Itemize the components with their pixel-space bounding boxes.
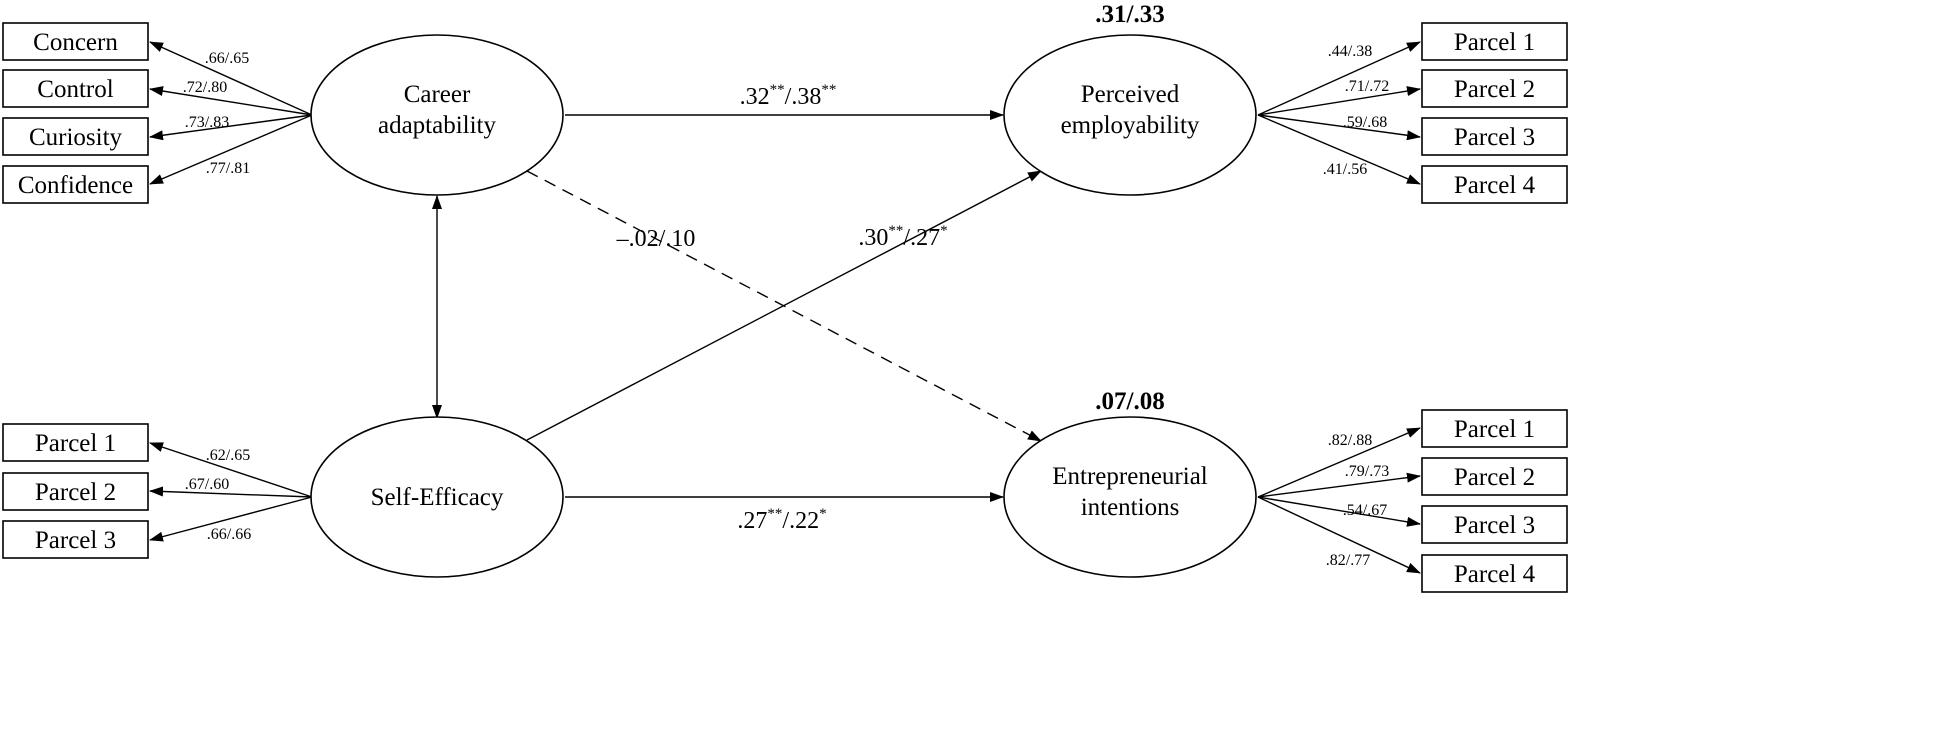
loading-arrow: [1257, 427, 1421, 498]
indicator-label: Control: [37, 76, 113, 103]
indicator-label: Parcel 1: [1454, 416, 1535, 443]
loading-arrow: [1257, 41, 1421, 116]
latent-label: intentions: [1081, 494, 1180, 521]
coef-se-to-ei: .27**/.22*: [737, 506, 826, 534]
indicator-label: Parcel 1: [1454, 29, 1535, 56]
indicator-confidence: Confidence: [2, 165, 149, 204]
loading-label: .62/.65: [206, 447, 250, 464]
loading-label: .59/.68: [1343, 114, 1387, 131]
indicator-ei-parcel-1: Parcel 1: [1421, 409, 1568, 448]
coef-significance: **: [821, 82, 836, 98]
indicator-label: Parcel 3: [1454, 124, 1535, 151]
coef-part: .27: [737, 508, 767, 534]
loading-arrow: [149, 41, 313, 116]
coef-part: /.38: [785, 84, 822, 110]
coef-part: .32: [740, 84, 770, 110]
indicator-label: Confidence: [18, 172, 133, 199]
loading-arrow: [149, 442, 313, 498]
coef-part: .30: [858, 225, 888, 251]
loading-arrow: [149, 114, 313, 141]
indicator-label: Parcel 2: [35, 479, 116, 506]
latent-label: adaptability: [378, 112, 497, 139]
loading-arrow: [1257, 86, 1421, 116]
latent-label: Perceived: [1081, 81, 1180, 108]
loading-label: .82/.77: [1326, 552, 1370, 569]
indicator-label: Curiosity: [29, 124, 123, 151]
indicator-pe-parcel-2: Parcel 2: [1421, 69, 1568, 108]
latent-perceived-employability: Perceived employability: [1003, 34, 1257, 196]
loading-arrow: [149, 496, 313, 542]
indicator-label: Parcel 2: [1454, 464, 1535, 491]
indicator-label: Concern: [33, 29, 118, 56]
loading-label: .77/.81: [206, 160, 250, 177]
coef-ca-to-ei: –.02/.10: [616, 226, 696, 252]
latent-label: Self-Efficacy: [371, 484, 504, 511]
coef-significance: *: [819, 506, 827, 522]
indicator-label: Parcel 3: [1454, 512, 1535, 539]
loading-label: .41/.56: [1323, 161, 1367, 178]
indicator-ei-parcel-4: Parcel 4: [1421, 554, 1568, 593]
indicator-curiosity: Curiosity: [2, 117, 149, 156]
loading-arrow: [1257, 472, 1421, 498]
r-squared-perceived-employability: .31/.33: [1095, 1, 1164, 28]
loading-arrow: [1257, 496, 1421, 574]
indicator-se-parcel-1: Parcel 1: [2, 423, 149, 462]
loading-label: .66/.65: [205, 50, 249, 67]
indicator-pe-parcel-3: Parcel 3: [1421, 117, 1568, 156]
loading-label: .67/.60: [185, 476, 229, 493]
loading-label: .54/.67: [1343, 502, 1387, 519]
latent-label: Entrepreneurial: [1052, 463, 1208, 490]
loading-label: .73/.83: [185, 114, 229, 131]
loading-label: .72/.80: [183, 79, 227, 96]
indicator-concern: Concern: [2, 22, 149, 61]
indicator-label: Parcel 3: [35, 527, 116, 554]
indicator-ei-parcel-3: Parcel 3: [1421, 505, 1568, 544]
latent-entrepreneurial-intentions: Entrepreneurial intentions: [1003, 416, 1257, 578]
coef-significance: **: [767, 506, 782, 522]
coef-ca-to-pe: .32**/.38**: [740, 82, 837, 110]
indicator-se-parcel-3: Parcel 3: [2, 520, 149, 559]
indicator-pe-parcel-4: Parcel 4: [1421, 165, 1568, 204]
r-squared-entrepreneurial-intentions: .07/.08: [1095, 388, 1164, 415]
indicator-label: Parcel 4: [1454, 172, 1536, 199]
loading-label: .71/.72: [1345, 78, 1389, 95]
coef-significance: *: [940, 223, 948, 239]
coef-part: /.27: [903, 225, 940, 251]
indicator-se-parcel-2: Parcel 2: [2, 472, 149, 511]
loading-arrow: [1257, 496, 1421, 527]
path-ca-to-ei: [526, 170, 1042, 442]
indicator-label: Parcel 4: [1454, 561, 1536, 588]
loading-label: .66/.66: [207, 526, 251, 543]
indicator-ei-parcel-2: Parcel 2: [1421, 457, 1568, 496]
indicator-label: Parcel 1: [35, 430, 116, 457]
loading-arrow: [1257, 114, 1421, 141]
loading-arrow: [149, 486, 313, 498]
indicator-pe-parcel-1: Parcel 1: [1421, 22, 1568, 61]
latent-career-adaptability: Career adaptability: [310, 34, 564, 196]
indicator-label: Parcel 2: [1454, 76, 1535, 103]
indicator-control: Control: [2, 69, 149, 108]
loading-label: .79/.73: [1345, 463, 1389, 480]
loading-label: .44/.38: [1328, 43, 1372, 60]
latent-self-efficacy: Self-Efficacy: [310, 416, 564, 578]
loading-label: .82/.88: [1328, 432, 1372, 449]
coef-significance: **: [770, 82, 785, 98]
loading-arrow: [1257, 114, 1421, 185]
latent-label: Career: [404, 81, 471, 108]
loading-arrow: [149, 114, 313, 185]
loading-arrow: [149, 86, 313, 116]
latent-label: employability: [1061, 112, 1200, 139]
coef-se-to-pe: .30**/.27*: [858, 223, 947, 251]
coef-part: /.22: [782, 508, 819, 534]
coef-significance: **: [888, 223, 903, 239]
